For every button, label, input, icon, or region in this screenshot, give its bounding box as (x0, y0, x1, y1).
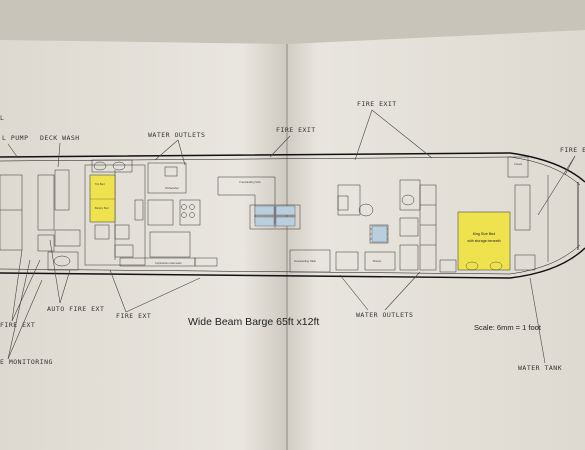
label-deck-wash: DECK WASH (40, 134, 80, 142)
label-fire-exit-bow: FIRE E (560, 146, 585, 154)
partial-label-left: L PUMP (2, 134, 28, 142)
label-smoke-monitoring: E MONITORING (0, 358, 53, 366)
king-bed-label: King Size Bed (473, 232, 496, 236)
windows (254, 205, 388, 243)
cupboards-label: Cupboards underneath (155, 261, 182, 265)
label-water-outlets-left: WATER OUTLETS (148, 131, 205, 139)
drawing-title: Wide Beam Barge 65ft x12ft (188, 316, 319, 328)
top-bed-label: Top Bed (95, 182, 105, 186)
pointer-lines (7, 109, 576, 364)
king-bed-highlight (457, 211, 511, 271)
king-bed-storage-label: with storage beneath (467, 239, 500, 243)
shower-label: Shower (373, 259, 382, 263)
label-water-tank: WATER TANK (518, 364, 562, 372)
right-page (288, 30, 585, 450)
label-water-outlets-right: WATER OUTLETS (356, 311, 413, 319)
label-auto-fire-ext: AUTO FIRE EXT (47, 305, 104, 313)
label-fire-ext-left: FIRE EXT (0, 321, 35, 329)
bottom-bed-label: Bottom Bed (95, 206, 109, 210)
appliance-label: Dishwasher (165, 186, 179, 190)
label-fire-exit-top-right: FIRE EXIT (357, 100, 397, 108)
scale-note: Scale: 6mm = 1 foot (474, 323, 542, 332)
top-bed-highlight (89, 174, 116, 223)
sofa-label: Freestanding Sofa (239, 180, 261, 184)
label-fire-exit-top-left: FIRE EXIT (276, 126, 316, 134)
left-page (0, 40, 286, 450)
table-label: Freestanding Table (294, 259, 317, 263)
chest-label: Chests (514, 162, 523, 166)
partial-label-stern-top: L (0, 114, 4, 122)
interior-walls (0, 156, 549, 273)
label-fire-ext-center: FIRE EXT (116, 312, 151, 320)
